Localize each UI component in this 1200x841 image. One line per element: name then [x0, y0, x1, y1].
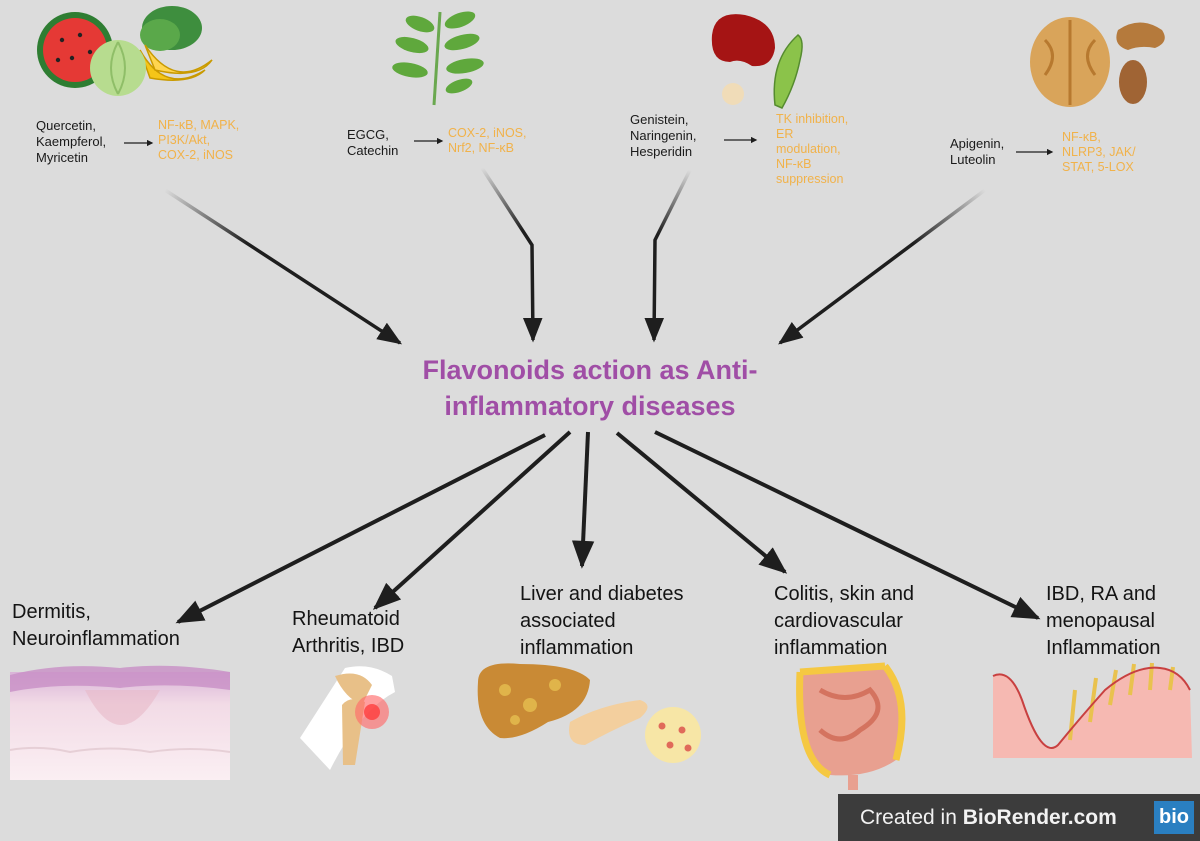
badge-brand: BioRender.com	[962, 805, 1117, 829]
disease-line: Liver and diabetes	[520, 583, 684, 605]
effect-label: NF-κB	[776, 157, 812, 171]
effect-label: NF-κB,	[1062, 130, 1101, 144]
incoming-arrow	[778, 188, 987, 345]
effect-label: NF-κB, MAPK,	[158, 118, 240, 132]
watermelon-cabbage-banana-icon	[37, 6, 213, 96]
central-title: Flavonoids action as Anti- inflammatory …	[390, 352, 790, 424]
compound-group-2: EGCG, Catechin	[347, 127, 398, 159]
compound-label: Kaempferol,	[36, 134, 107, 149]
disease-line: Dermitis,	[12, 601, 91, 623]
disease-label-1: Dermitis, Neuroinflammation	[12, 599, 180, 653]
walnut-peanut-almond-icon	[1030, 17, 1165, 107]
incoming-arrow	[644, 169, 692, 343]
effect-label: TK inhibition,	[776, 112, 849, 126]
green-tea-leaf-icon	[392, 11, 484, 106]
disease-line: Inflammation	[1046, 637, 1161, 659]
outgoing-arrow	[372, 430, 572, 610]
compound-label: Catechin	[347, 143, 399, 158]
compound-label: Luteolin	[950, 152, 996, 167]
inflamed-knee-joint-icon	[300, 666, 395, 770]
disease-line: cardiovascular	[774, 610, 903, 632]
disease-line: inflammation	[774, 637, 888, 659]
disease-label-5: IBD, RA and menopausal Inflammation	[1046, 581, 1161, 662]
disease-line: Colitis, skin and	[774, 583, 915, 605]
disease-line: IBD, RA and	[1046, 583, 1157, 605]
central-title-line: Flavonoids action as Anti-	[422, 355, 758, 385]
compound-group-4: Apigenin, Luteolin	[950, 136, 1004, 168]
effect-group-1: NF-κB, MAPK, PI3K/Akt, COX-2, iNOS	[158, 118, 239, 163]
central-title-line: inflammatory diseases	[444, 391, 736, 421]
incoming-arrow	[480, 167, 543, 343]
disease-line: inflammation	[520, 637, 634, 659]
effect-group-4: NF-κB, NLRP3, JAK/ STAT, 5-LOX	[1062, 130, 1136, 175]
effect-label: STAT, 5-LOX	[1062, 160, 1134, 174]
outgoing-arrow	[615, 431, 788, 574]
compound-label: Hesperidin	[630, 144, 693, 159]
compound-group-3: Genistein, Naringenin, Hesperidin	[630, 112, 697, 160]
outgoing-arrow	[175, 433, 546, 624]
outgoing-arrow	[654, 430, 1041, 620]
badge-prefix: Created in	[860, 805, 963, 829]
compound-label: Apigenin,	[950, 136, 1005, 151]
disease-label-2: Rheumatoid Arthritis, IBD	[292, 606, 404, 660]
effect-label: COX-2, iNOS	[158, 148, 234, 162]
liver-pancreas-icon	[477, 663, 701, 763]
disease-label-4: Colitis, skin and cardiovascular inflamm…	[774, 581, 914, 662]
compound-label: Naringenin,	[630, 128, 697, 143]
compound-label: EGCG,	[347, 127, 389, 142]
effect-label: ER	[776, 127, 794, 141]
compound-label: Genistein,	[630, 112, 689, 127]
intestinal-villi-icon	[992, 662, 1192, 758]
skin-tissue-icon	[9, 665, 231, 780]
effect-label: suppression	[776, 172, 844, 186]
biorender-badge[interactable]: Created in BioRender.com bio	[838, 794, 1200, 841]
effect-label: PI3K/Akt,	[158, 133, 211, 147]
incoming-arrow	[164, 188, 403, 345]
effect-label: modulation,	[776, 142, 841, 156]
biorender-logo-icon: bio	[1154, 801, 1194, 834]
effect-label: COX-2, iNOS,	[448, 126, 527, 140]
compound-label: Quercetin,	[36, 118, 96, 133]
disease-line: associated	[520, 610, 616, 632]
compound-label: Myricetin	[36, 150, 89, 165]
kidney-bean-soybean-icon	[711, 14, 803, 109]
effect-group-2: COX-2, iNOS, Nrf2, NF-κB	[448, 126, 527, 156]
disease-line: Neuroinflammation	[12, 628, 180, 650]
disease-line: Rheumatoid	[292, 608, 400, 630]
disease-label-3: Liver and diabetes associated inflammati…	[520, 581, 683, 662]
disease-line: menopausal	[1046, 610, 1155, 632]
compound-group-1: Quercetin, Kaempferol, Myricetin	[36, 118, 106, 166]
badge-text: Created in BioRender.com	[838, 806, 1117, 830]
outgoing-arrow	[571, 431, 595, 569]
disease-line: Arthritis, IBD	[292, 635, 405, 657]
effect-label: NLRP3, JAK/	[1062, 145, 1136, 159]
inflamed-intestine-icon	[796, 662, 906, 790]
effect-label: Nrf2, NF-κB	[448, 141, 514, 155]
effect-group-3: TK inhibition, ER modulation, NF-κB supp…	[776, 112, 848, 187]
